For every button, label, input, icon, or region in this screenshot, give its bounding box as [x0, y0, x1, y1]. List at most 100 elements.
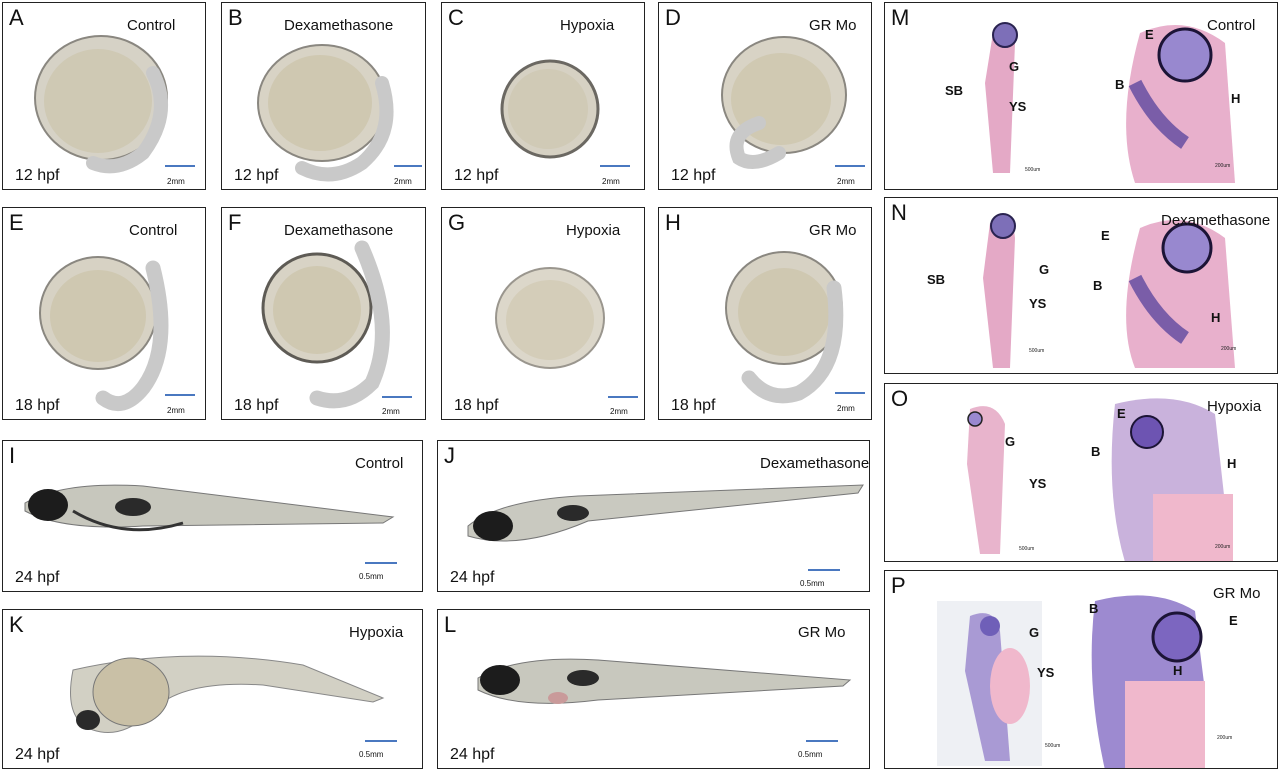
histology-image	[985, 22, 1235, 183]
condition-label: Dexamethasone	[284, 17, 394, 34]
scale-label-right: 200um	[1217, 735, 1233, 741]
scale-label-left: 500um	[1025, 167, 1041, 173]
condition-label: Dexamethasone	[760, 455, 870, 472]
scale-bar	[835, 165, 865, 167]
panel-letter: D	[665, 5, 681, 30]
scale-label: 2mm	[837, 177, 855, 186]
condition-label: Hypoxia	[349, 624, 404, 641]
scale-label: 2mm	[394, 177, 412, 186]
scale-label-right: 200um	[1215, 544, 1231, 550]
scale-label-right: 200um	[1221, 346, 1237, 352]
embryo-image	[261, 240, 390, 409]
time-label: 12 hpf	[234, 167, 279, 184]
panel-g: G Hypoxia 18 hpf 2mm	[441, 207, 645, 420]
panel-k: K Hypoxia 24 hpf 0.5mm	[2, 609, 423, 769]
scale-bar	[806, 740, 838, 742]
scale-bar	[600, 165, 630, 167]
scale-bar	[835, 392, 865, 394]
condition-label: Control	[127, 17, 176, 34]
scale-label-left: 500um	[1019, 546, 1035, 552]
label-b: B	[1091, 444, 1101, 459]
label-g: G	[1039, 262, 1050, 277]
label-h: H	[1231, 91, 1241, 106]
label-b: B	[1093, 278, 1103, 293]
panel-letter: K	[9, 612, 24, 637]
label-e: E	[1229, 613, 1238, 628]
panel-letter: M	[891, 5, 910, 30]
condition-label: GR Mo	[798, 624, 846, 641]
time-label: 18 hpf	[671, 397, 716, 414]
scale-label-right: 200um	[1215, 163, 1231, 169]
embryo-image	[725, 251, 844, 404]
scale-label: 2mm	[610, 407, 628, 416]
time-label: 24 hpf	[450, 569, 495, 586]
panel-letter: J	[444, 443, 455, 468]
condition-label: GR Mo	[809, 222, 857, 239]
panel-letter: P	[891, 573, 906, 598]
scale-label: 2mm	[602, 177, 620, 186]
condition-label: GR Mo	[1213, 585, 1261, 602]
histology-image	[937, 595, 1205, 768]
time-label: 12 hpf	[454, 167, 499, 184]
label-g: G	[1009, 59, 1020, 74]
panel-letter: C	[448, 5, 464, 30]
scale-label: 2mm	[167, 177, 185, 186]
label-b: B	[1089, 601, 1099, 616]
panel-p: P GR Mo B E G YS H 500um 200um	[884, 570, 1278, 769]
label-h: H	[1173, 663, 1183, 678]
panel-h: H GR Mo 18 hpf 2mm	[658, 207, 872, 420]
larva-image	[477, 658, 852, 704]
label-g: G	[1029, 625, 1040, 640]
panel-letter: B	[228, 5, 243, 30]
embryo-image	[495, 267, 605, 369]
condition-label: Control	[355, 455, 404, 472]
panel-letter: L	[444, 612, 457, 637]
scale-label: 2mm	[382, 407, 400, 416]
label-sb: SB	[945, 83, 964, 98]
panel-m: M Control G SB YS E B H 500um 200um	[884, 2, 1278, 190]
panel-b: B Dexamethasone 12 hpf 2mm	[221, 2, 426, 190]
panel-letter: G	[448, 210, 466, 235]
time-label: 12 hpf	[15, 167, 60, 184]
time-label: 18 hpf	[454, 397, 499, 414]
panel-e: E Control 18 hpf 2mm	[2, 207, 206, 420]
scale-bar	[365, 740, 397, 742]
time-label: 24 hpf	[450, 746, 495, 763]
panel-letter: O	[891, 386, 909, 411]
histology-image	[967, 398, 1233, 561]
embryo-image	[34, 35, 168, 174]
label-e: E	[1101, 228, 1110, 243]
panel-l: L GR Mo 24 hpf 0.5mm	[437, 609, 870, 769]
panel-n: N Dexamethasone G SB YS E B H 500um 200u…	[884, 197, 1278, 374]
condition-label: Hypoxia	[560, 17, 615, 34]
embryo-image	[257, 44, 394, 182]
panel-d: D GR Mo 12 hpf 2mm	[658, 2, 872, 190]
scale-bar	[382, 396, 412, 398]
scale-label: 0.5mm	[359, 572, 384, 581]
panel-a: A Control 12 hpf 2mm	[2, 2, 206, 190]
condition-label: Control	[129, 222, 178, 239]
larva-image	[467, 484, 864, 542]
label-h: H	[1227, 456, 1237, 471]
scale-bar	[808, 569, 840, 571]
label-ys: YS	[1037, 665, 1055, 680]
histology-image	[983, 213, 1235, 368]
panel-letter: F	[228, 210, 242, 235]
time-label: 12 hpf	[671, 167, 716, 184]
panel-letter: E	[9, 210, 24, 235]
panel-letter: N	[891, 200, 907, 225]
label-g: G	[1005, 434, 1016, 449]
scale-bar	[365, 562, 397, 564]
time-label: 24 hpf	[15, 746, 60, 763]
scale-label-left: 500um	[1029, 348, 1045, 354]
scale-label-left: 500um	[1045, 743, 1061, 749]
time-label: 18 hpf	[234, 397, 279, 414]
panel-o: O Hypoxia G YS E B H 500um 200um	[884, 383, 1278, 562]
scale-label: 0.5mm	[798, 750, 823, 759]
panel-c: C Hypoxia 12 hpf 2mm	[441, 2, 645, 190]
panel-letter: I	[9, 443, 16, 468]
condition-label: GR Mo	[809, 17, 857, 34]
scale-bar	[608, 396, 638, 398]
condition-label: Dexamethasone	[284, 222, 394, 239]
condition-label: Dexamethasone	[1161, 212, 1271, 229]
